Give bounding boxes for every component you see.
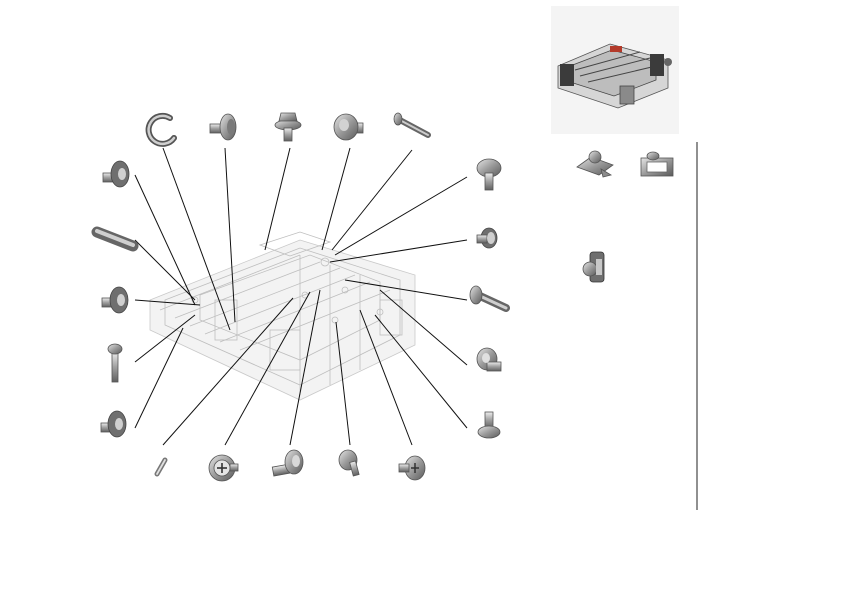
e-ring-icon [145,112,177,147]
hex-washer-screw-icon [274,112,302,142]
rod-icon [91,226,139,252]
phillips-screw-icon [208,454,239,482]
shoulder-screw-icon [333,113,364,141]
flange-screw-icon [476,347,502,372]
long-screw-icon [469,285,510,312]
flange-screw-icon [476,227,498,249]
flange-screw-icon [100,410,127,438]
latch-icon [582,251,605,283]
leader-lines [134,147,468,446]
stand-screw-icon [477,411,501,439]
pin-icon [154,457,168,477]
pin-icon [393,112,431,138]
long-screw-icon [107,343,123,383]
mushroom-screw-icon [338,449,360,477]
flange-screw-icon [101,286,129,314]
flat-head-pin-icon [476,158,502,191]
flange-screw-icon [102,160,130,188]
assembly-thumbnail-icon [551,6,679,134]
shoulder-screw-icon [271,449,304,477]
clip-icon [576,150,614,178]
shoulder-screw-icon [209,113,237,141]
central-assembly [149,231,416,401]
bracket-icon [640,151,674,177]
cross-head-screw-icon [398,455,426,481]
